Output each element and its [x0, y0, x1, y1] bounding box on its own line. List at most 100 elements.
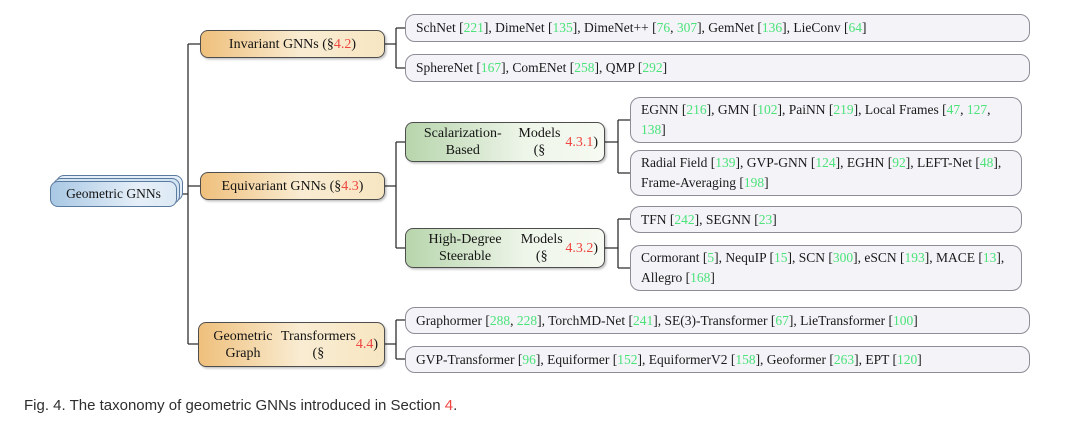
text-segment: ], GVP-GNN [: [735, 155, 816, 170]
citation-link[interactable]: 127: [966, 102, 988, 117]
citation-link[interactable]: 138: [641, 122, 662, 137]
citation-link[interactable]: 136: [761, 20, 783, 35]
text-segment: ], LEFT-Net [: [905, 155, 980, 170]
text-segment: ], PaiNN [: [777, 102, 834, 117]
text-segment: .: [453, 397, 458, 414]
leaf-transformers-row-1: Graphormer [288, 228], TorchMD-Net [241]…: [405, 307, 1030, 334]
citation-link[interactable]: 100: [892, 312, 914, 328]
text-segment: ], QMP [: [594, 60, 643, 75]
citation-link[interactable]: 13: [982, 250, 997, 265]
citation-link[interactable]: 47: [946, 102, 961, 117]
text-segment: Geometric Graph: [213, 328, 273, 361]
citation-link[interactable]: 198: [743, 175, 765, 190]
text-segment: ]: [661, 122, 666, 137]
citation-link[interactable]: 139: [715, 155, 736, 170]
citation-link[interactable]: 193: [904, 250, 925, 265]
citation-link[interactable]: 242: [674, 211, 695, 227]
leaf-text: TFN [242], SEGNN [23]: [641, 210, 1011, 230]
node-equivariant-gnns: Equivariant GNNs (§ 4.3): [200, 172, 385, 200]
leaf-text: SchNet [221], DimeNet [135], DimeNet++ […: [416, 18, 1019, 38]
text-segment: Equivariant GNNs (§: [221, 178, 342, 194]
text-segment: ], SCN [: [787, 250, 833, 265]
leaf-text: Cormorant [5], NequIP [15], SCN [300], e…: [641, 248, 1011, 288]
text-segment: ], Geoformer [: [755, 351, 834, 367]
text-segment: ], DimeNet [: [483, 20, 553, 35]
text-segment: Models (§: [518, 126, 561, 158]
citation-link[interactable]: 102: [757, 102, 778, 117]
citation-link[interactable]: 64: [848, 20, 863, 35]
citation-link[interactable]: 300: [832, 250, 854, 265]
citation-link[interactable]: 152: [617, 351, 638, 367]
citation-link[interactable]: 241: [633, 312, 654, 328]
section-link[interactable]: 4.2: [333, 36, 352, 52]
text-segment: ]: [772, 211, 777, 227]
text-segment: ], LieConv [: [782, 20, 849, 35]
text-segment: ): [373, 337, 378, 352]
citation-link[interactable]: 23: [758, 211, 773, 227]
text-segment: ], ComENet [: [501, 60, 575, 75]
citation-link[interactable]: 168: [690, 270, 711, 285]
text-segment: Transformers (§: [280, 328, 356, 361]
text-segment: ], eSCN [: [853, 250, 905, 265]
citation-link[interactable]: 216: [686, 102, 707, 117]
leaf-invariant-row-1: SchNet [221], DimeNet [135], DimeNet++ […: [405, 14, 1030, 42]
root-node-geometric-gnns: Geometric GNNs: [50, 175, 183, 207]
text-segment: ]: [662, 60, 668, 75]
leaf-text: SphereNet [167], ComENet [258], QMP [292…: [416, 58, 1019, 78]
text-segment: ], LieTransformer [: [788, 312, 893, 328]
text-segment: Graphormer [: [416, 312, 490, 328]
citation-link[interactable]: 263: [833, 351, 855, 367]
text-segment: ], TorchMD-Net [: [537, 312, 633, 328]
citation-link[interactable]: 96: [522, 351, 536, 367]
citation-link[interactable]: 76: [656, 20, 671, 35]
text-segment: Models (§: [520, 232, 563, 264]
citation-link[interactable]: 221: [463, 20, 484, 35]
text-segment: ): [351, 36, 357, 52]
text-segment: ,: [510, 312, 517, 328]
text-segment: Scalarization-Based: [423, 126, 502, 158]
text-segment: ): [593, 240, 598, 256]
text-segment: ]: [710, 270, 715, 285]
node-invariant-gnns: Invariant GNNs (§ 4.2): [200, 30, 385, 58]
leaf-scalarization-row-1: EGNN [216], GMN [102], PaiNN [219], Loca…: [630, 97, 1022, 143]
section-link[interactable]: 4.3.2: [565, 240, 594, 256]
citation-link[interactable]: 5: [707, 250, 715, 265]
citation-link[interactable]: 124: [815, 155, 836, 170]
text-segment: ], Equiformer [: [535, 351, 618, 367]
section-link[interactable]: 4.3.1: [565, 134, 594, 150]
text-segment: ], EquiformerV2 [: [637, 351, 736, 367]
text-segment: ], Frame-Averaging [: [641, 155, 1002, 190]
citation-link[interactable]: 307: [676, 20, 698, 35]
citation-link[interactable]: 135: [552, 20, 573, 35]
leaf-invariant-row-2: SphereNet [167], ComENet [258], QMP [292…: [405, 54, 1030, 82]
text-segment: Invariant GNNs (§: [228, 36, 334, 52]
citation-link[interactable]: 167: [480, 60, 502, 75]
citation-link[interactable]: 288: [489, 312, 511, 328]
text-segment: ], GMN [: [706, 102, 758, 117]
citation-link[interactable]: 219: [833, 102, 854, 117]
section-link[interactable]: 4: [444, 397, 454, 414]
citation-link[interactable]: 292: [642, 60, 663, 75]
text-segment: ], DimeNet++ [: [572, 20, 657, 35]
text-segment: ,: [960, 102, 967, 117]
figure-caption: Fig. 4. The taxonomy of geometric GNNs i…: [24, 397, 457, 414]
section-link[interactable]: 4.4: [355, 337, 374, 352]
citation-link[interactable]: 158: [735, 351, 756, 367]
leaf-text: GVP-Transformer [96], Equiformer [152], …: [416, 350, 1019, 370]
citation-link[interactable]: 258: [574, 60, 595, 75]
text-segment: SphereNet [: [416, 60, 481, 75]
section-link[interactable]: 4.3: [341, 178, 359, 194]
citation-link[interactable]: 92: [892, 155, 906, 170]
text-segment: ]: [862, 20, 867, 35]
citation-link[interactable]: 120: [897, 351, 918, 367]
text-segment: EGNN [: [641, 102, 687, 117]
text-segment: ]: [764, 175, 769, 190]
leaf-scalarization-row-2: Radial Field [139], GVP-GNN [124], EGHN …: [630, 150, 1022, 196]
citation-link[interactable]: 67: [775, 312, 789, 328]
text-segment: ): [358, 178, 364, 194]
citation-link[interactable]: 48: [979, 155, 994, 170]
text-segment: ], SEGNN [: [694, 211, 759, 227]
text-segment: Cormorant [: [641, 250, 708, 265]
citation-link[interactable]: 228: [516, 312, 538, 328]
citation-link[interactable]: 15: [774, 250, 788, 265]
